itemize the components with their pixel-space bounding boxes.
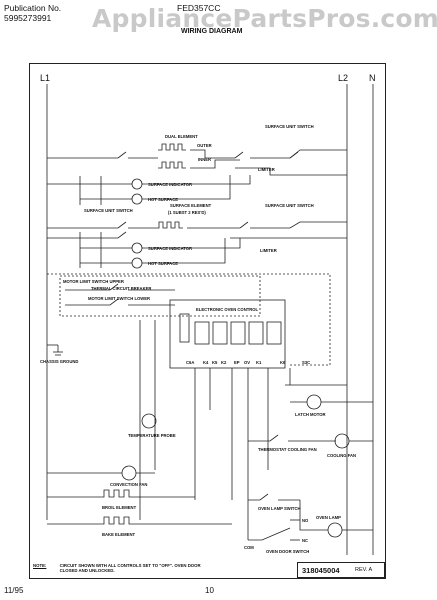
revision: REV. A [355,567,373,573]
label-bake-element: BAKE ELEMENT [102,532,135,537]
diagram-frame [29,63,386,579]
label-motor-limit-switch-lower: MOTOR LIMIT SWITCH LOWER [88,296,150,301]
label-limiter-2: LIMITER [260,248,277,253]
rail-label-l2: L2 [338,73,348,83]
publication-label: Publication No. [4,3,62,13]
label-surface-indicator: SURFACE INDICATOR [148,182,192,187]
dual-element-outer-coil [158,143,186,151]
terminal-label: K1 [256,360,262,365]
terminal-label: C6A [186,360,194,365]
bake-element-coil [100,516,133,525]
convection-fan-symbol [121,465,137,481]
footer-date: 11/95 [4,586,24,595]
label-surface-unit-switch-2: SURFACE UNIT SWITCH [265,203,314,208]
dual-element-inner-coil [158,161,186,169]
terminal-label: K4 [203,360,209,365]
label-limiter: LIMITER [258,167,275,172]
note-label: NOTE: [33,563,47,568]
label-surface-indicator-2: SURFACE INDICATOR [148,246,192,251]
label-temperature-probe: TEMPERATURE PROBE [128,433,176,438]
label-no: NO [302,518,309,523]
latch-motor-symbol [306,394,322,410]
label-com: COM [244,545,254,550]
page-number: 10 [205,586,214,595]
label-nc: NC [302,538,308,543]
surface-indicator-lamp-2 [131,242,143,254]
note-text: CIRCUIT SHOWN WITH ALL CONTROLS SET TO "… [59,563,201,574]
label-broil-element: BROIL ELEMENT [102,505,137,510]
label-dual-element: DUAL ELEMENT [165,134,198,139]
label-surface-unit-switch: SURFACE UNIT SWITCH [265,124,314,129]
terminal-label: K5 [212,360,218,365]
terminal-label: EP [234,360,240,365]
label-element-sizes: (1 SUBST 2 RES'D) [168,210,206,215]
oven-lamp-symbol [327,522,343,538]
publication-number: 5995273991 [4,13,52,23]
label-hot-surface-2: HOT SURFACE [148,261,178,266]
document-number-box: 318045004 REV. A [297,562,385,578]
surface-element-coil [155,221,183,229]
model-number: FED357CC [177,3,221,13]
label-surface-element: SURFACE ELEMENT [170,203,212,208]
label-outer: OUTER [197,143,212,148]
note-block: NOTE: CIRCUIT SHOWN WITH ALL CONTROLS SE… [33,563,210,573]
hot-surface-lamp-2 [131,257,143,269]
surface-indicator-lamp [131,178,143,190]
label-inner: INNER [198,157,211,162]
label-surface-unit-switch-left: SURFACE UNIT SWITCH [84,208,133,213]
terminal-label: K6 [280,360,286,365]
label-oven-door-switch: OVEN DOOR SWITCH [266,549,309,554]
terminal-label: S3C [302,360,310,365]
rail-label-l1: L1 [40,73,50,83]
temperature-probe-symbol [141,413,157,429]
broil-element-coil [100,489,133,498]
diagram-title: WIRING DIAGRAM [181,28,243,35]
hot-surface-lamp [131,193,143,205]
electronic-oven-control-box [169,299,286,369]
watermark: AppliancePartsPros.com [92,4,437,33]
label-thermostat-cooling-fan: THERMOSTAT COOLING FAN [258,447,317,452]
label-hot-surface: HOT SURFACE [148,197,178,202]
label-cooling-fan: COOLING FAN [327,453,356,458]
label-oven-lamp-switch: OVEN LAMP SWITCH [258,506,301,511]
terminal-label: K2 [221,360,227,365]
part-number: 318045004 [302,566,340,575]
label-motor-limit-switch-upper: MOTOR LIMIT SWITCH UPPER [63,279,124,284]
label-latch-motor: LATCH MOTOR [295,412,326,417]
terminal-label: OV [244,360,250,365]
label-electronic-oven-control: ELECTRONIC OVEN CONTROL [196,307,259,312]
label-convection-fan: CONVECTION FAN [110,482,147,487]
rail-label-n: N [369,73,376,83]
label-thermal-circuit-breaker: THERMAL CIRCUIT BREAKER [91,286,151,291]
label-chassis-ground: CHASSIS GROUND [40,359,78,364]
label-oven-lamp: OVEN LAMP [316,515,341,520]
